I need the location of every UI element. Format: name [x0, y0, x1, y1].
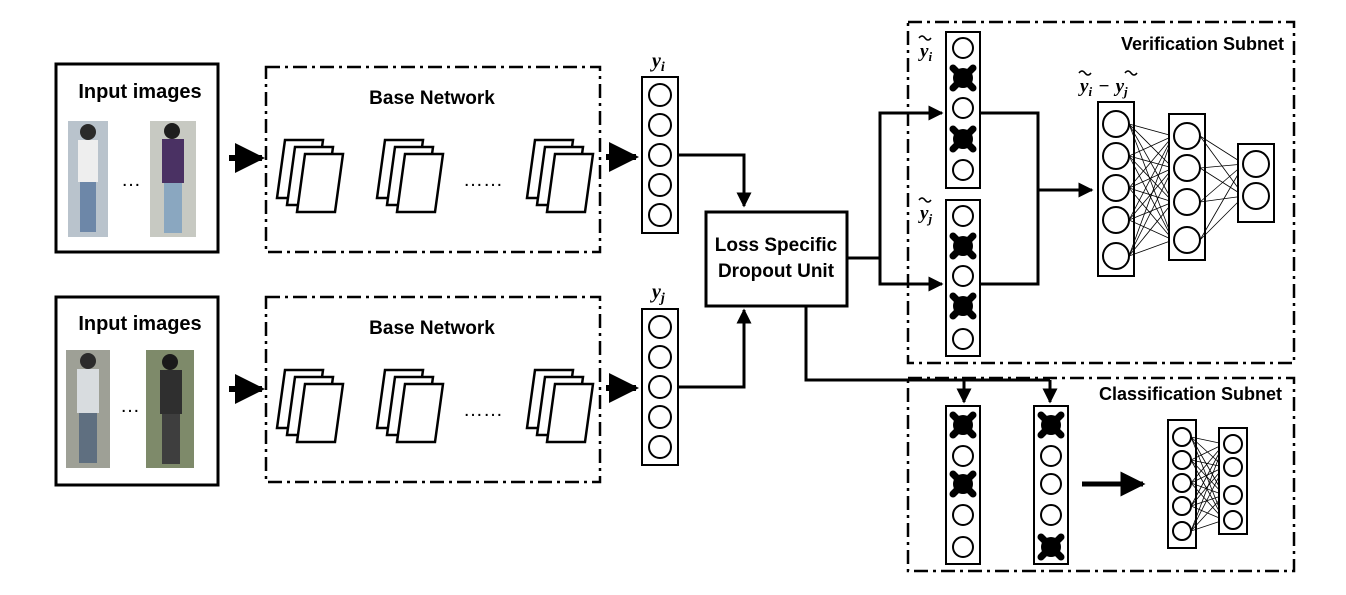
- verification-output-layer: [1237, 143, 1275, 223]
- person-photo-icon: [66, 350, 110, 468]
- loss-unit-line1: Loss Specific: [715, 235, 838, 256]
- input-ellipsis-bottom: …: [120, 395, 140, 417]
- tilde-mark: [918, 197, 932, 203]
- feature-map-stack: [275, 368, 345, 444]
- classification-output-layer: [1218, 427, 1248, 535]
- difference-label: yi−yj: [1078, 76, 1128, 99]
- dropped-vector-i-label: yi: [918, 41, 932, 64]
- feature-map-stack: [525, 368, 595, 444]
- person-photo-icon: [68, 121, 108, 237]
- base-network-ellipsis-bottom: ……: [463, 399, 503, 421]
- input-images-top-box: Input images …: [54, 62, 220, 254]
- tilde-mark: [1078, 70, 1092, 76]
- verification-connections-2: [1199, 135, 1245, 241]
- tilde-mark: [918, 35, 932, 41]
- connector-merge: [980, 111, 1040, 286]
- connector-loss-to-verification-j: [878, 258, 944, 292]
- person-photo-icon: [150, 121, 196, 237]
- connector-loss-to-classification: [804, 306, 1050, 382]
- input-images-bottom-box: Input images …: [54, 295, 220, 487]
- verification-subnet-box: [906, 20, 1296, 365]
- feature-vector-bottom: [641, 308, 679, 466]
- feature-top-label: yi: [650, 50, 665, 75]
- classification-input-left: [945, 405, 981, 565]
- verification-layer-1: [1097, 101, 1135, 277]
- connector-feature-bottom-to-loss: [678, 308, 752, 389]
- feature-map-stack: [375, 138, 445, 214]
- feature-bottom-label: yj: [650, 281, 665, 306]
- base-network-top-box: Base Network ……: [264, 65, 602, 254]
- connector-loss-to-verification-i: [847, 105, 944, 260]
- classification-input-right: [1033, 405, 1069, 565]
- verification-connections-1: [1128, 123, 1174, 257]
- dropped-vector-i: [945, 31, 981, 189]
- dropped-vector-j: [945, 199, 981, 357]
- dropped-vector-j-label: yj: [918, 203, 932, 226]
- verification-layer-2: [1168, 113, 1206, 261]
- input-images-bottom-label: Input images: [78, 313, 201, 335]
- classification-subnet-box: [906, 376, 1296, 573]
- base-network-top-label: Base Network: [369, 88, 495, 109]
- verification-subnet-label: Verification Subnet: [1121, 34, 1284, 54]
- loss-specific-dropout-unit: Loss Specific Dropout Unit: [704, 210, 849, 308]
- base-network-ellipsis-top: ……: [463, 169, 503, 191]
- person-photo-icon: [146, 350, 194, 468]
- feature-map-stack: [375, 368, 445, 444]
- base-network-bottom-label: Base Network: [369, 318, 495, 339]
- connector-feature-top-to-loss: [678, 153, 752, 208]
- feature-map-stack: [525, 138, 595, 214]
- tilde-mark: [1124, 70, 1138, 76]
- classification-subnet-label: Classification Subnet: [1099, 384, 1282, 404]
- input-images-top-label: Input images: [78, 81, 201, 103]
- base-network-bottom-box: Base Network ……: [264, 295, 602, 484]
- feature-vector-top: [641, 76, 679, 234]
- classification-layer-1: [1167, 419, 1197, 549]
- loss-unit-line2: Dropout Unit: [718, 261, 835, 282]
- input-ellipsis-top: …: [121, 169, 141, 191]
- feature-map-stack: [275, 138, 345, 214]
